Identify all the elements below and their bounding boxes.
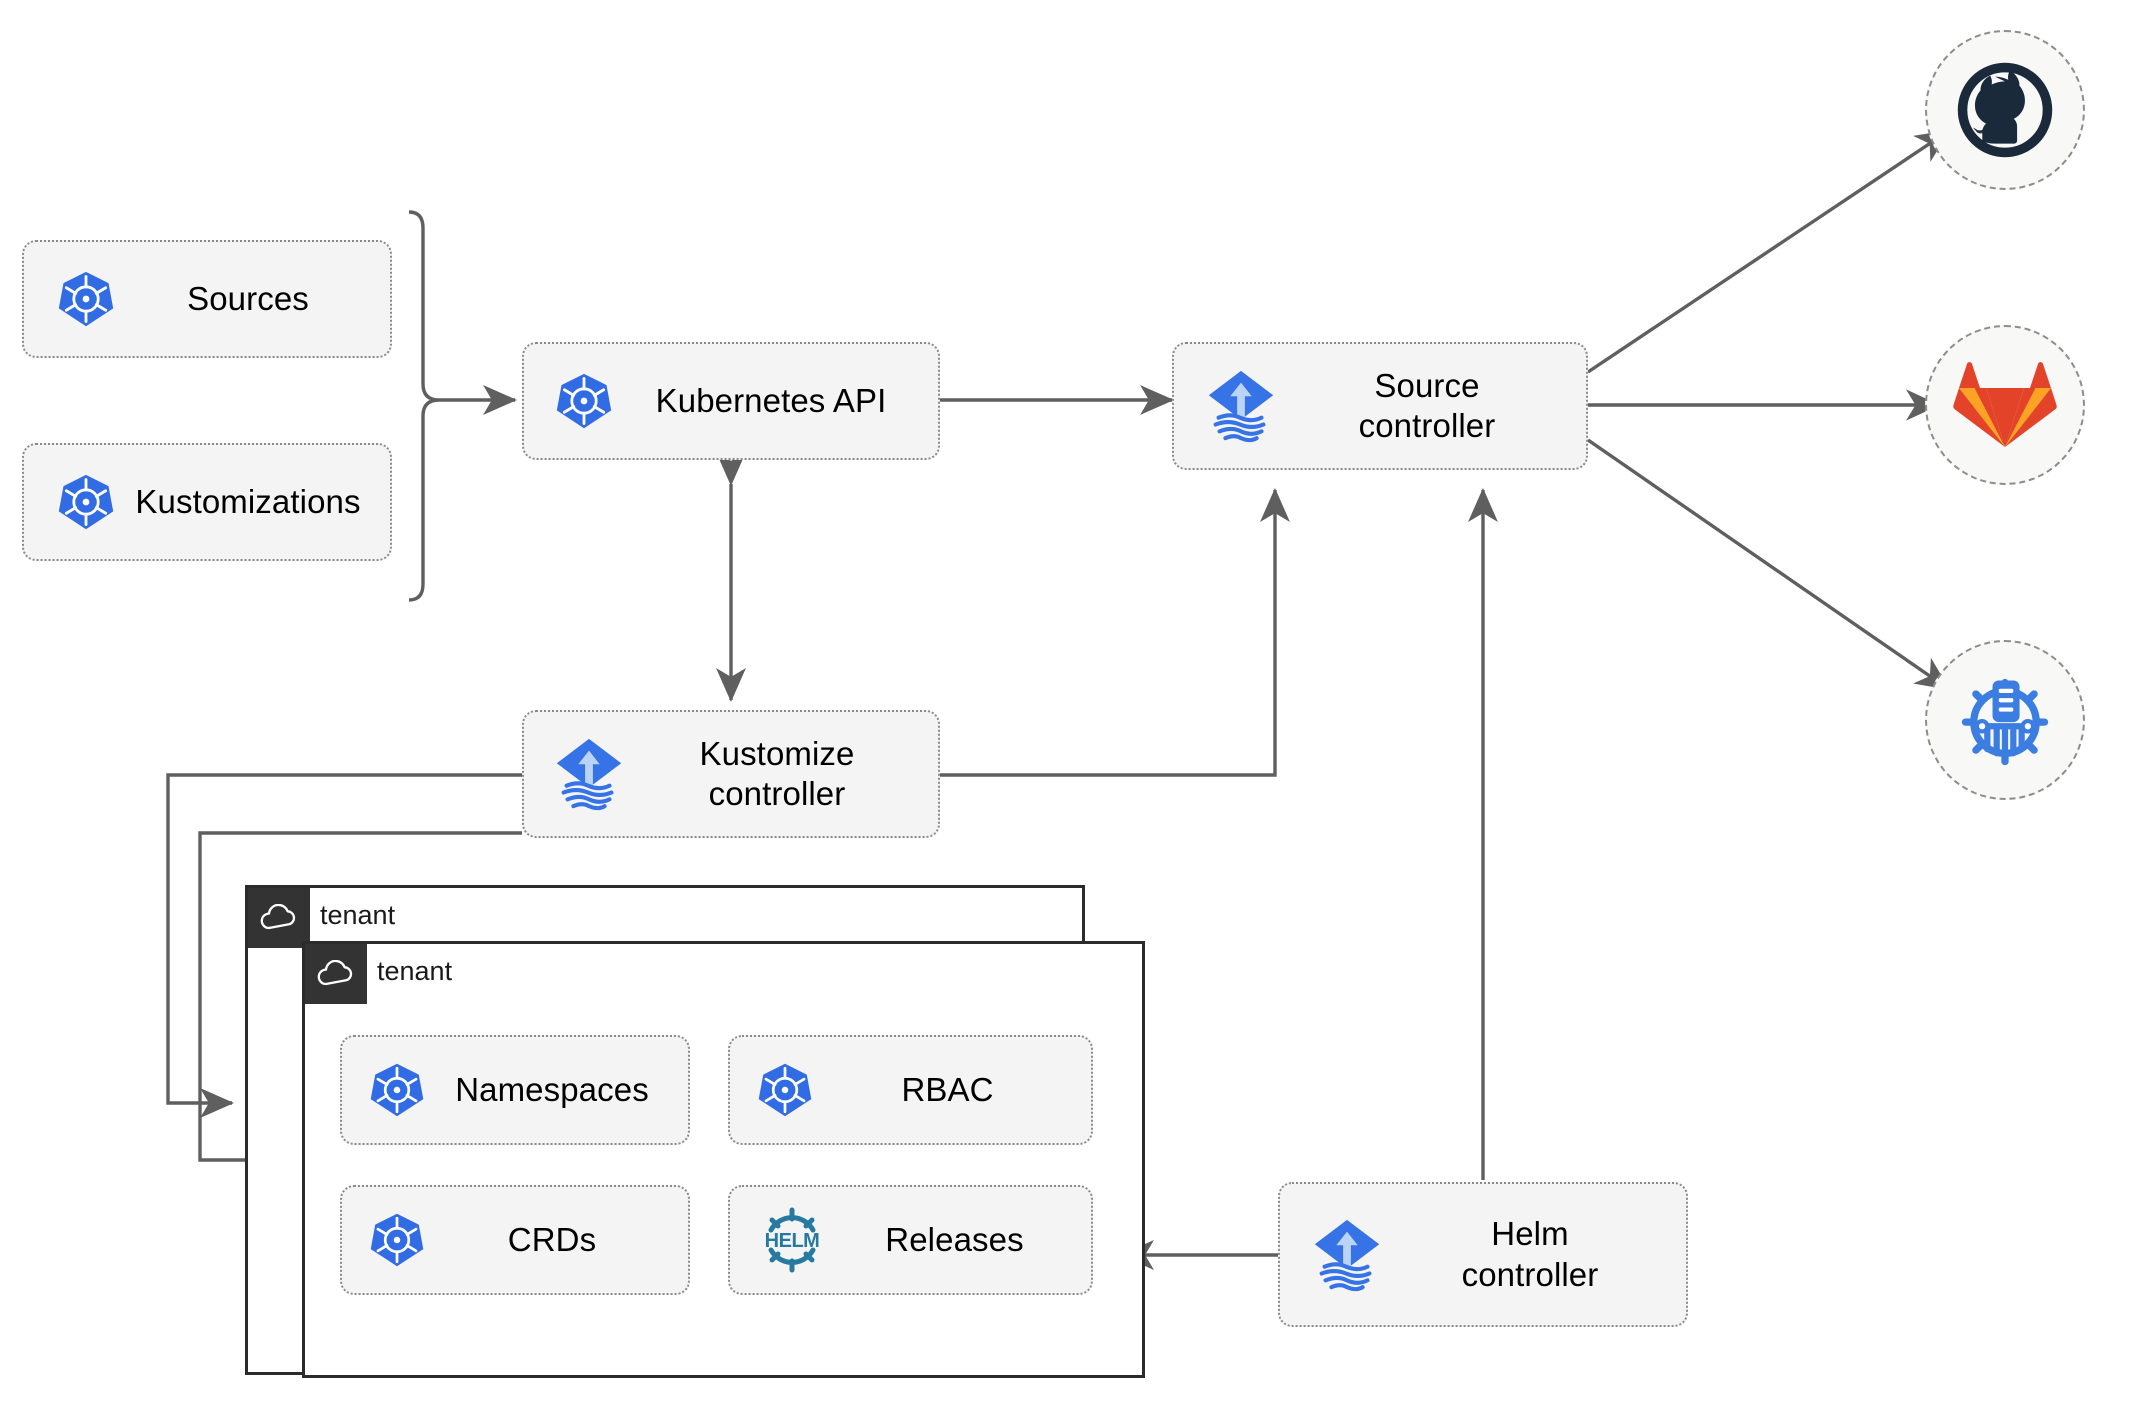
node-releases[interactable]: HELM Releases (728, 1185, 1093, 1295)
tenant-box-inner[interactable]: tenant (302, 941, 1145, 1378)
tenant-label: tenant (320, 900, 396, 930)
node-label: CRDs (507, 1220, 597, 1258)
kubernetes-icon (368, 1061, 426, 1119)
helm-icon: HELM (756, 1204, 828, 1276)
node-kustomize-controller[interactable]: Kustomize controller (522, 710, 940, 838)
provider-helm-repo[interactable] (1925, 640, 2085, 800)
node-label-line2: controller (708, 775, 846, 812)
gitlab-icon (1953, 362, 2057, 447)
svg-text:HELM: HELM (765, 1230, 820, 1252)
provider-github[interactable] (1925, 30, 2085, 190)
helm-chart-icon (1961, 678, 2049, 766)
flux-icon (1204, 367, 1278, 445)
kubernetes-icon (56, 269, 116, 329)
node-label: RBAC (901, 1070, 994, 1108)
node-label: Releases (885, 1220, 1024, 1258)
cloud-icon (248, 888, 310, 948)
provider-gitlab[interactable] (1925, 325, 2085, 485)
node-label-line1: Kustomize (699, 734, 855, 772)
node-label: Namespaces (455, 1070, 649, 1108)
node-label: Source controller (1278, 366, 1586, 447)
cloud-icon (305, 944, 367, 1004)
flux-icon (552, 735, 626, 813)
node-sources[interactable]: Sources (22, 240, 392, 358)
kubernetes-icon (756, 1061, 814, 1119)
tenant-label: tenant (377, 956, 453, 986)
kubernetes-icon (368, 1211, 426, 1269)
node-namespaces[interactable]: Namespaces (340, 1035, 690, 1145)
node-label-line2: controller (1461, 1255, 1599, 1293)
node-label-line2: controller (1358, 407, 1496, 444)
flux-icon (1310, 1216, 1384, 1294)
kubernetes-icon (554, 371, 614, 431)
node-label: Kustomizations (135, 482, 361, 520)
node-label: Sources (187, 279, 309, 317)
node-label-line1: Source (1374, 366, 1480, 404)
node-label: Kustomize controller (626, 734, 938, 815)
node-source-controller[interactable]: Source controller (1172, 342, 1588, 470)
node-label: Kubernetes API (655, 381, 887, 419)
node-label-line1: Helm (1491, 1215, 1569, 1253)
node-kustomizations[interactable]: Kustomizations (22, 443, 392, 561)
kubernetes-icon (56, 472, 116, 532)
node-rbac[interactable]: RBAC (728, 1035, 1093, 1145)
github-icon (1957, 62, 2053, 158)
node-crds[interactable]: CRDs (340, 1185, 690, 1295)
node-kubernetes-api[interactable]: Kubernetes API (522, 342, 940, 460)
node-helm-controller[interactable]: Helm controller (1278, 1182, 1688, 1327)
node-label: Helm controller (1384, 1214, 1686, 1295)
